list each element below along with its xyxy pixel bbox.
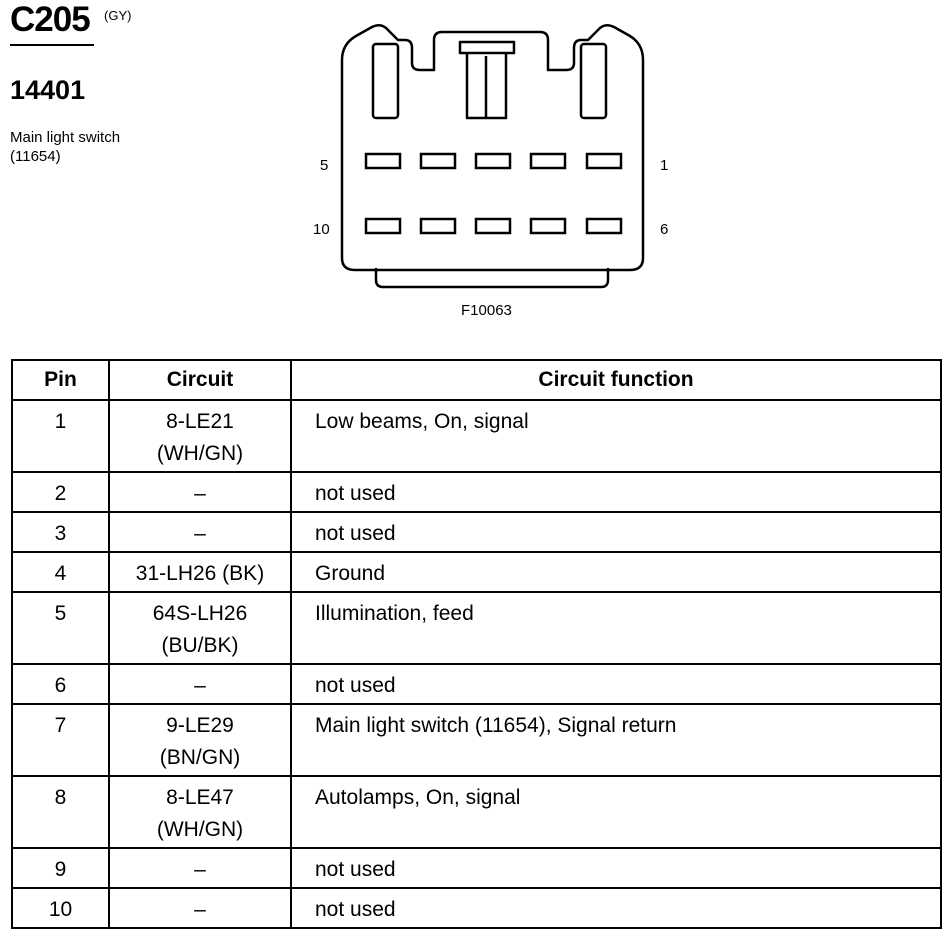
connector-housing [340,24,645,272]
cavity-pin-2 [529,152,567,170]
cavity-pin-8 [474,217,512,235]
pin-cell: 8 [11,775,110,849]
cavity-pin-10 [364,217,402,235]
figure-id: F10063 [461,302,512,319]
pin-label-5: 5 [320,157,329,174]
pinout-table: Pin Circuit Circuit function 1 8-LE21(WH… [11,359,942,929]
cavity-pin-9 [419,217,457,235]
cavity-pin-4 [419,152,457,170]
pin-cell: 9 [11,847,110,889]
header-circuit-function: Circuit function [290,359,942,401]
table-row: 3 – not used [11,511,942,553]
table-header-row: Pin Circuit Circuit function [11,359,942,401]
cavity-pin-6 [585,217,623,235]
table-row: 8 8-LE47(WH/GN) Autolamps, On, signal [11,775,942,849]
circuit-cell: 8-LE47(WH/GN) [108,775,292,849]
table-row: 10 – not used [11,887,942,929]
pin-cell: 2 [11,471,110,513]
circuit-cell: 64S-LH26(BU/BK) [108,591,292,665]
function-cell: not used [290,663,942,705]
function-cell: Illumination, feed [290,591,942,665]
pin-label-1: 1 [660,157,669,174]
table-row: 9 – not used [11,847,942,889]
pin-cell: 1 [11,399,110,473]
table-row: 7 9-LE29(BN/GN) Main light switch (11654… [11,703,942,777]
component-reference: (11654) [10,148,61,165]
circuit-cell: – [108,471,292,513]
pin-cell: 6 [11,663,110,705]
cavity-pin-1 [585,152,623,170]
function-cell: Autolamps, On, signal [290,775,942,849]
pin-label-10: 10 [313,221,330,238]
pin-cell: 3 [11,511,110,553]
circuit-cell: 8-LE21(WH/GN) [108,399,292,473]
header-circuit: Circuit [108,359,292,401]
connector-id: C205 [10,0,91,39]
function-cell: not used [290,511,942,553]
circuit-cell: – [108,847,292,889]
pin-cell: 7 [11,703,110,777]
cavity-pin-5 [364,152,402,170]
function-cell: Low beams, On, signal [290,399,942,473]
pin-label-6: 6 [660,221,669,238]
part-number: 14401 [10,75,86,105]
table-row: 1 8-LE21(WH/GN) Low beams, On, signal [11,399,942,473]
function-cell: not used [290,887,942,929]
component-name: Main light switch [10,129,121,146]
connector-bottom-tab [374,268,610,289]
right-latch-slot [579,42,608,120]
circuit-cell: 9-LE29(BN/GN) [108,703,292,777]
connector-color-code: (GY) [104,8,132,23]
pin-cell: 5 [11,591,110,665]
header-pin: Pin [11,359,110,401]
cavity-pin-7 [529,217,567,235]
pin-cell: 4 [11,551,110,593]
center-latch-cap [458,40,516,55]
terminal-cavities [364,152,623,235]
cavity-pin-3 [474,152,512,170]
pin-cell: 10 [11,887,110,929]
function-cell: not used [290,471,942,513]
function-cell: Main light switch (11654), Signal return [290,703,942,777]
component-description: Main light switch (11654) [10,128,120,166]
circuit-cell: 31-LH26 (BK) [108,551,292,593]
table-row: 2 – not used [11,471,942,513]
connector-id-underline [10,44,94,46]
circuit-cell: – [108,663,292,705]
table-row: 4 31-LH26 (BK) Ground [11,551,942,593]
function-cell: Ground [290,551,942,593]
table-row: 5 64S-LH26(BU/BK) Illumination, feed [11,591,942,665]
circuit-cell: – [108,887,292,929]
connector-face-diagram [340,24,645,289]
left-latch-slot [371,42,400,120]
table-row: 6 – not used [11,663,942,705]
function-cell: not used [290,847,942,889]
circuit-cell: – [108,511,292,553]
